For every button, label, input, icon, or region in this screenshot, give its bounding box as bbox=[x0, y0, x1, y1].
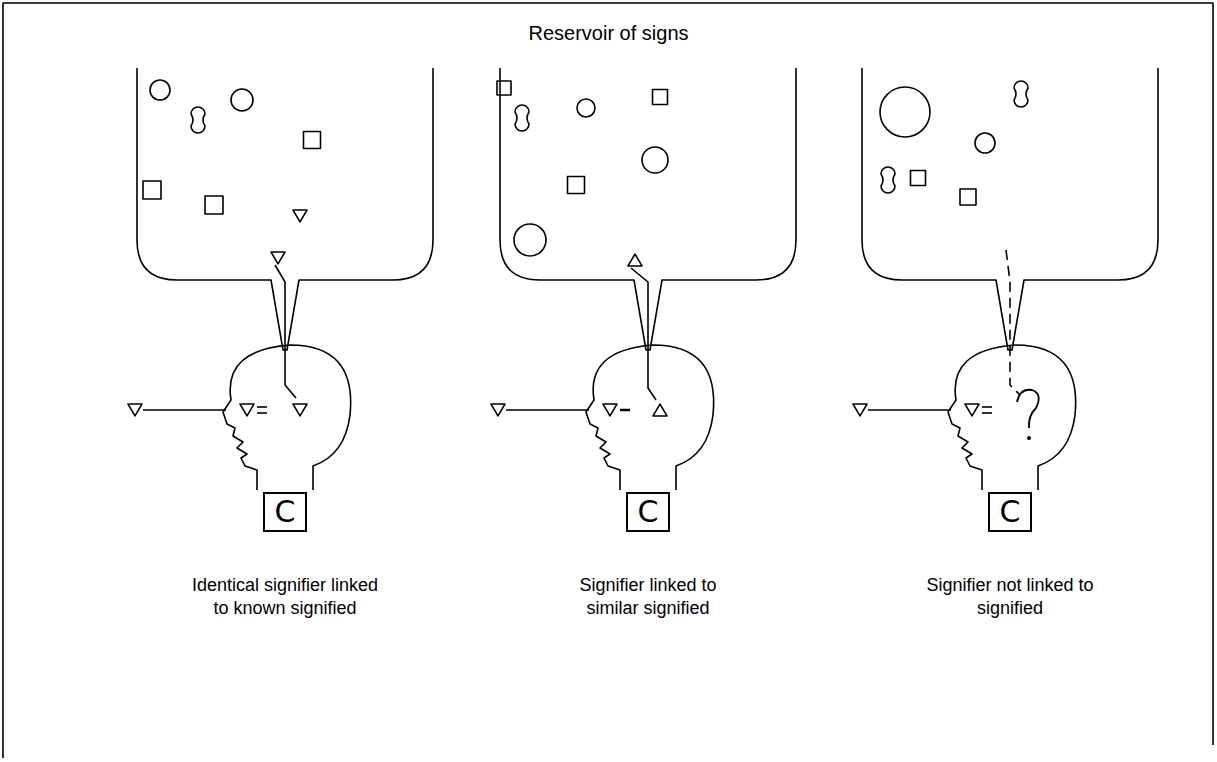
triangle-sign bbox=[491, 404, 505, 416]
triangle-sign bbox=[853, 404, 867, 416]
caption: Identical signifier linked to known sign… bbox=[190, 574, 380, 619]
caption: Signifier linked to similar signified bbox=[553, 574, 743, 619]
square-sign bbox=[205, 196, 223, 214]
triangle-sign bbox=[293, 210, 307, 222]
square-sign bbox=[653, 90, 668, 105]
circle-sign bbox=[150, 80, 170, 100]
title: Reservoir of signs bbox=[0, 22, 1217, 45]
circle-sign bbox=[577, 99, 595, 117]
square-sign bbox=[568, 177, 585, 194]
peanut-sign bbox=[515, 105, 529, 131]
c-box: C bbox=[626, 492, 670, 532]
head bbox=[223, 345, 351, 490]
equals bbox=[982, 412, 992, 414]
head bbox=[948, 345, 1076, 490]
triangle-sign bbox=[965, 404, 979, 416]
circle-sign bbox=[231, 89, 253, 111]
link-line bbox=[506, 409, 589, 411]
triangle-sign bbox=[293, 404, 307, 416]
triangle-sign bbox=[628, 254, 642, 266]
triangle-sign bbox=[128, 404, 142, 416]
box-label: C bbox=[275, 497, 296, 527]
link-line bbox=[1006, 250, 1020, 395]
circle-sign bbox=[880, 87, 930, 137]
question-mark bbox=[1017, 390, 1039, 428]
peanut-sign bbox=[191, 107, 205, 133]
peanut-sign bbox=[1014, 81, 1028, 107]
circle-sign bbox=[514, 224, 546, 256]
c-box: C bbox=[988, 492, 1032, 532]
link-line bbox=[275, 265, 296, 398]
link-line bbox=[631, 268, 656, 400]
square-sign bbox=[143, 181, 161, 199]
triangle-sign bbox=[271, 252, 285, 264]
link-line bbox=[868, 409, 951, 411]
square-sign bbox=[911, 171, 926, 186]
link-line bbox=[143, 409, 226, 411]
equals bbox=[257, 412, 267, 414]
question-dot bbox=[1027, 436, 1031, 440]
circle-sign bbox=[642, 147, 668, 173]
circle-sign bbox=[975, 133, 995, 153]
triangle-sign bbox=[240, 404, 254, 416]
triangle-sign bbox=[653, 404, 667, 416]
c-box: C bbox=[263, 492, 307, 532]
dash bbox=[620, 409, 630, 412]
peanut-sign bbox=[881, 167, 895, 193]
equals bbox=[982, 406, 992, 408]
head bbox=[586, 345, 714, 490]
square-sign bbox=[960, 189, 976, 205]
box-label: C bbox=[1000, 497, 1021, 527]
square-sign bbox=[304, 132, 321, 149]
box-label: C bbox=[638, 497, 659, 527]
frame bbox=[3, 3, 1213, 758]
caption: Signifier not linked to signified bbox=[915, 574, 1105, 619]
equals bbox=[257, 406, 267, 408]
triangle-sign bbox=[603, 404, 617, 416]
square-sign bbox=[497, 81, 511, 95]
